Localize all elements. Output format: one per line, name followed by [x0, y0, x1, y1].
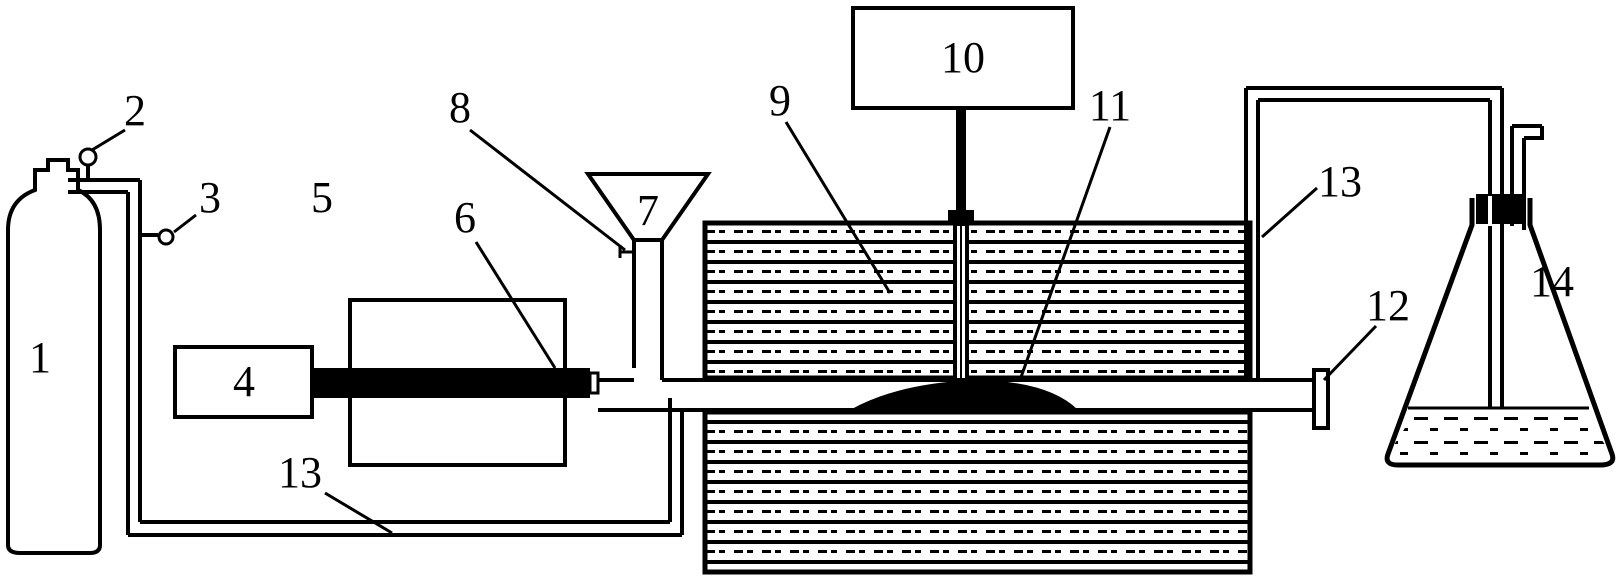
label-7: 7	[637, 186, 659, 235]
label-2: 2	[124, 86, 146, 135]
label-9: 9	[769, 76, 791, 125]
controller-rod	[956, 108, 966, 216]
furnace-upper	[702, 220, 1253, 381]
gas-cylinder	[6, 158, 102, 555]
feed-hopper	[584, 172, 712, 380]
gas-lines	[68, 147, 684, 537]
label-13-upper: 13	[1318, 157, 1362, 206]
rod-collar	[948, 210, 974, 224]
label-1: 1	[29, 333, 51, 382]
label-14: 14	[1530, 257, 1574, 306]
shaft-end	[588, 371, 600, 395]
leader-lines	[91, 121, 1378, 535]
label-12: 12	[1366, 281, 1410, 330]
label-3: 3	[199, 173, 221, 222]
sample-bed	[850, 380, 1078, 410]
label-5: 5	[311, 173, 333, 222]
motor-box	[173, 345, 314, 419]
controller-box	[851, 6, 1075, 110]
conical-flask	[1384, 124, 1616, 468]
thermocouple-probe	[953, 222, 969, 382]
screw-shaft	[312, 368, 590, 398]
outlet-valve	[1312, 368, 1330, 430]
label-6: 6	[454, 193, 476, 242]
outlet-gas-line	[1244, 86, 1504, 454]
label-4: 4	[233, 357, 255, 406]
label-10: 10	[941, 33, 985, 82]
furnace-lower	[702, 409, 1253, 575]
label-11: 11	[1089, 81, 1131, 130]
label-13-lower: 13	[278, 448, 322, 497]
label-8: 8	[449, 83, 471, 132]
